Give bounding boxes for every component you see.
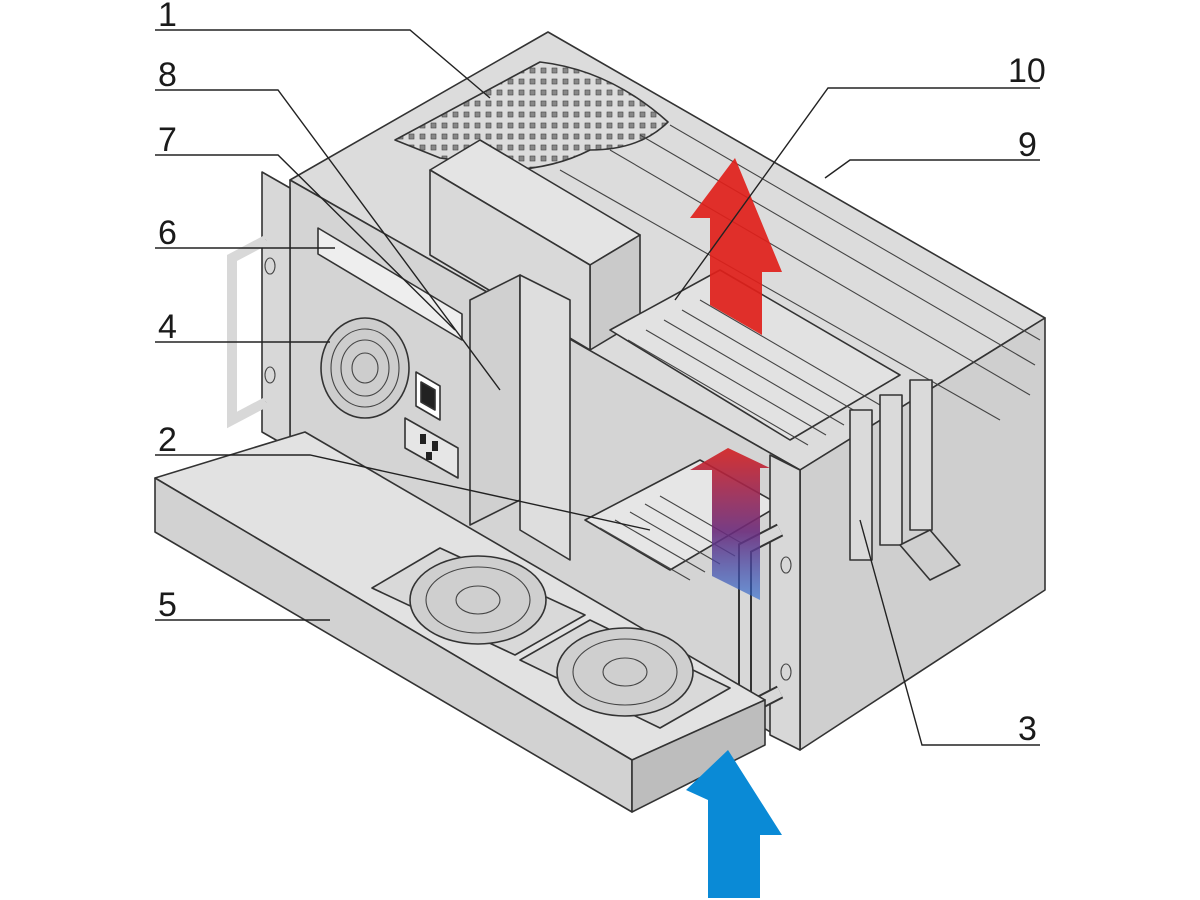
callout-4: 4 [158, 308, 177, 346]
callout-10: 10 [1008, 52, 1046, 90]
callout-8: 8 [158, 56, 177, 94]
internal-air-arrow [690, 448, 770, 600]
callout-3: 3 [1018, 710, 1037, 748]
fan-icon [320, 317, 410, 419]
callout-2: 2 [158, 421, 177, 459]
power-switch-icon [415, 371, 441, 421]
drawer-fan-2 [519, 619, 731, 729]
airflow-arrow-icon [686, 158, 782, 898]
leader-lines [155, 29, 1040, 746]
left-rack-handle [227, 171, 291, 449]
drawer-fan-1 [371, 547, 586, 656]
cool-air-arrow [686, 750, 782, 898]
callout-6: 6 [158, 214, 177, 252]
callout-7: 7 [158, 121, 177, 159]
callout-labels: 1 8 7 6 4 2 5 10 9 3 [158, 0, 1046, 748]
hot-air-arrow [690, 158, 782, 335]
power-socket-icon [404, 417, 459, 479]
drive-bay [469, 274, 571, 561]
top-rails [559, 124, 1041, 421]
callout-9: 9 [1018, 126, 1037, 164]
callout-1: 1 [158, 0, 177, 34]
callout-5: 5 [158, 586, 177, 624]
card-retainers [849, 379, 961, 581]
upper-card-slots [609, 269, 901, 446]
drive-slot-opening [317, 227, 463, 341]
